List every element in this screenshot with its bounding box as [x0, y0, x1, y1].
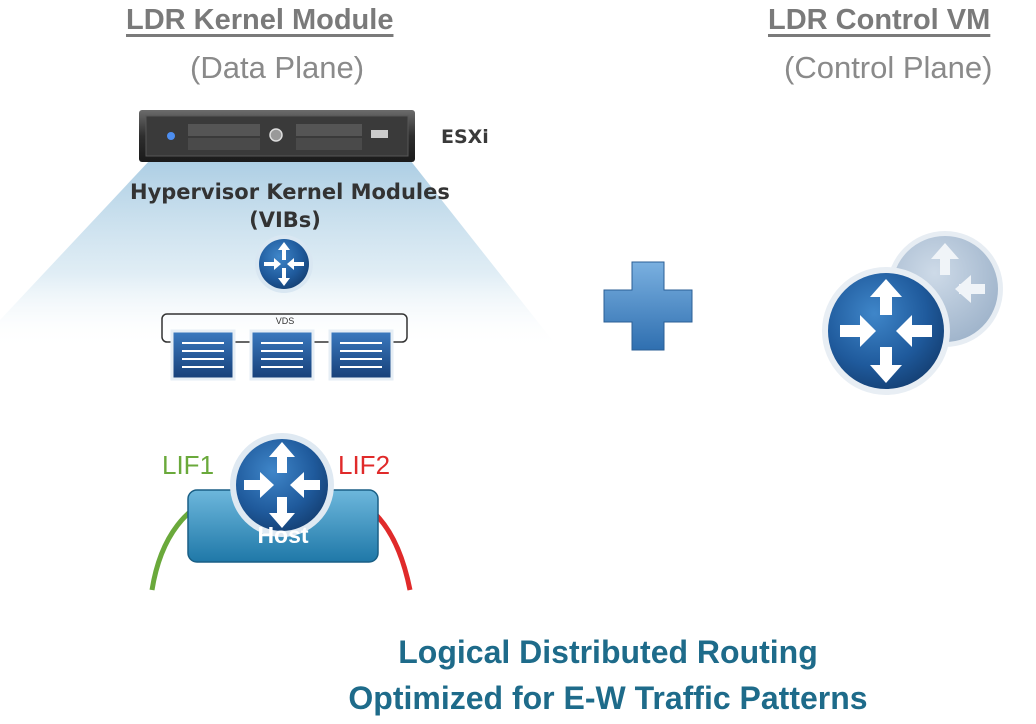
esxi-label: ESXi: [441, 126, 489, 148]
esxi-server-icon: [139, 110, 415, 162]
switch-icon: [170, 329, 236, 381]
control-vm-title: LDR Control VM: [768, 4, 991, 36]
lif1-label: LIF1: [162, 450, 215, 480]
vib-router-icon: [255, 235, 313, 293]
hypervisor-modules-label: Hypervisor Kernel Modules: [130, 180, 450, 204]
switch-icon: [328, 329, 394, 381]
lif2-label: LIF2: [338, 450, 391, 480]
control-plane-subtitle: (Control Plane): [784, 50, 993, 85]
vibs-label: (VIBs): [249, 208, 321, 232]
host-label: Host: [257, 522, 309, 548]
plus-icon: [603, 261, 693, 351]
control-vm-router-icon: [822, 231, 1003, 395]
switch-icon: [249, 329, 315, 381]
footer-line1: Logical Distributed Routing: [398, 634, 818, 670]
data-plane-subtitle: (Data Plane): [190, 50, 365, 85]
distributed-router-icon: [230, 433, 334, 537]
kernel-module-title: LDR Kernel Module: [126, 4, 394, 36]
footer-line2: Optimized for E-W Traffic Patterns: [348, 680, 868, 716]
vds-label: VDS: [275, 316, 295, 326]
